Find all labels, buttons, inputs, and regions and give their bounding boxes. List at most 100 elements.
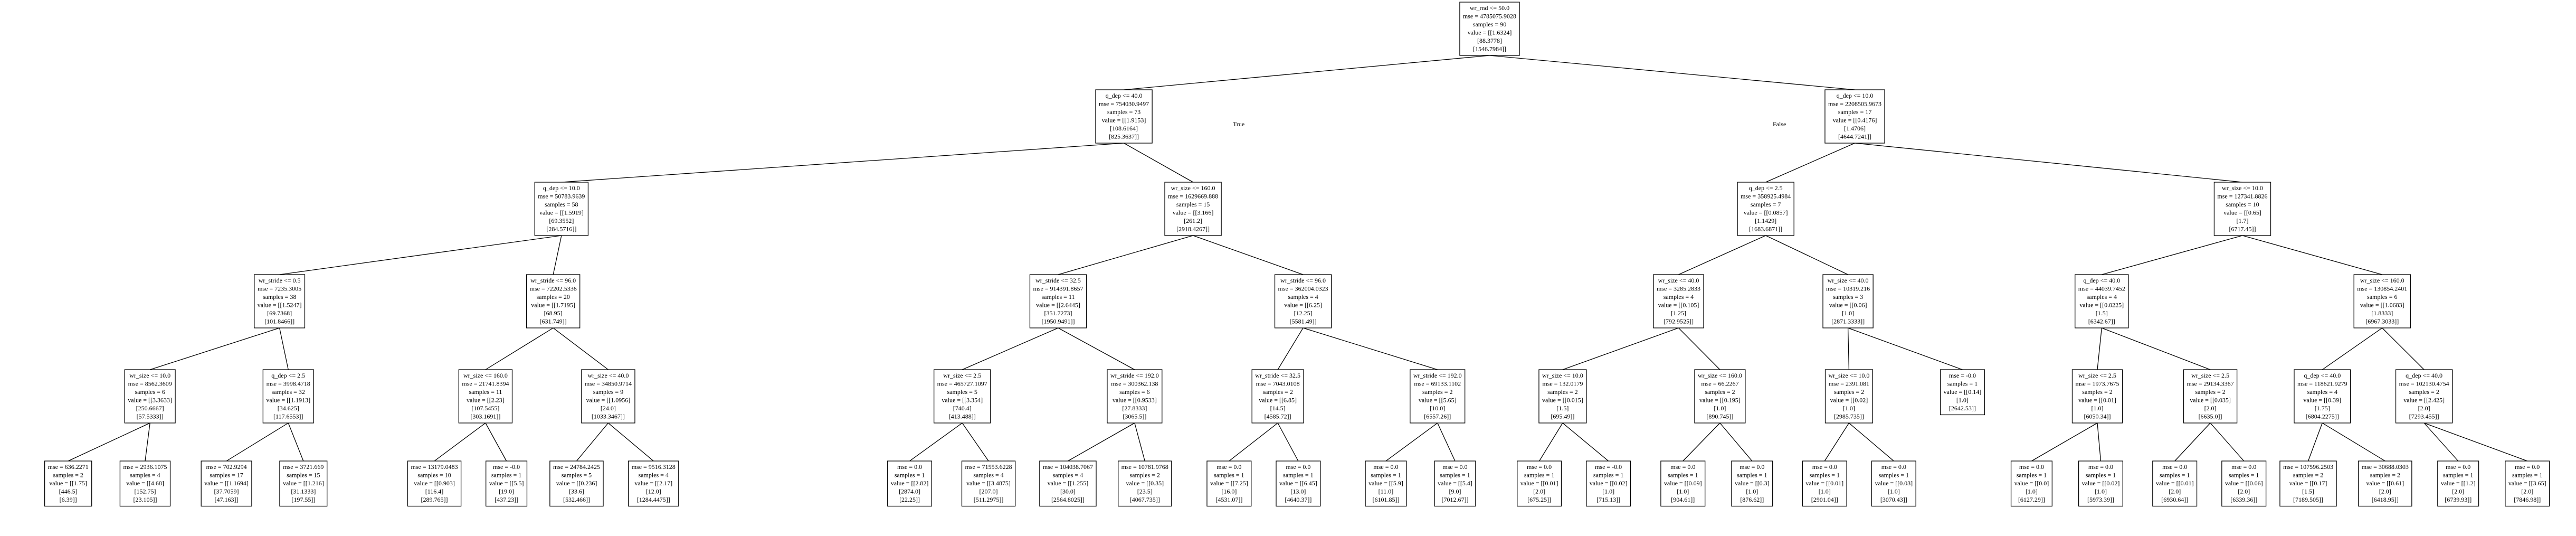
node-line: mse = 118621.9279 bbox=[2297, 380, 2347, 388]
node-box bbox=[2071, 369, 2123, 424]
node-line: value = [[0.035] bbox=[2190, 397, 2231, 404]
node-line: [2.0] bbox=[2238, 488, 2250, 495]
node-line: [695.49]] bbox=[1551, 413, 1574, 420]
node-line: [792.9525]] bbox=[1664, 318, 1694, 325]
node-line: mse = 44039.7452 bbox=[2078, 285, 2125, 293]
edge-n11-n23 bbox=[1562, 327, 1679, 370]
node-box bbox=[279, 460, 328, 507]
node-line: [437.23]] bbox=[495, 496, 518, 503]
node-line: [117.6553]] bbox=[273, 413, 303, 420]
node-line: mse = 636.2271 bbox=[48, 463, 89, 471]
node-line: [1.75] bbox=[2315, 405, 2330, 412]
edge-n6-n13 bbox=[2102, 235, 2243, 275]
node-line: mse = 10319.216 bbox=[1826, 285, 1870, 293]
node-line: q_dep <= 40.0 bbox=[2083, 277, 2120, 284]
node-box bbox=[1824, 89, 1885, 144]
node-line: [1.0] bbox=[2026, 488, 2038, 495]
node-line: samples = 1 bbox=[2086, 472, 2116, 479]
node-line: [890.745]] bbox=[1706, 413, 1733, 420]
node-line: [1.5] bbox=[2096, 309, 2108, 317]
node-line: mse = 104038.7067 bbox=[1043, 463, 1093, 471]
edge-n5-n12 bbox=[1765, 235, 1848, 275]
edge-n0-n1 bbox=[1124, 55, 1490, 90]
node-line: [1.0] bbox=[1956, 397, 1969, 404]
node-line: samples = 1 bbox=[2017, 472, 2047, 479]
node-line: [34.625] bbox=[278, 405, 299, 412]
node-line: [1.0] bbox=[1842, 309, 1854, 317]
node-line: mse = 914391.8657 bbox=[1033, 285, 1083, 293]
node-line: value = [[3.65] bbox=[2508, 479, 2546, 487]
node-line: [23.5] bbox=[1137, 488, 1153, 495]
node-box bbox=[1029, 274, 1087, 328]
node-line: samples = 15 bbox=[1176, 201, 1210, 208]
node-line: samples = 7 bbox=[1751, 201, 1781, 208]
node-line: [27.8333] bbox=[1122, 405, 1147, 412]
node-line: mse = 107596.2503 bbox=[2283, 463, 2333, 471]
node-line: samples = 4 bbox=[2307, 388, 2337, 396]
edge-n19-n40 bbox=[962, 422, 989, 462]
node-line: value = [[3.166] bbox=[1173, 209, 1214, 217]
node-line: samples = 1 bbox=[2160, 472, 2190, 479]
node-line: mse = 0.0 bbox=[2088, 463, 2113, 471]
node-line: q_dep <= 2.5 bbox=[1749, 184, 1783, 192]
node-line: samples = 2 bbox=[2082, 388, 2112, 396]
node-box bbox=[2078, 460, 2123, 507]
node-line: [1.0] bbox=[2095, 488, 2107, 495]
node-line: mse = 362004.0323 bbox=[1278, 285, 1328, 293]
edge-n20-n41 bbox=[1068, 422, 1135, 462]
edge-n1-n4 bbox=[1124, 143, 1193, 183]
node-line: [24.0] bbox=[601, 405, 616, 412]
node-line: [4640.37]] bbox=[1285, 496, 1311, 503]
node-box bbox=[1107, 369, 1163, 424]
node-line: mse = 30688.0303 bbox=[2362, 463, 2409, 471]
node-line: wr_stride <= 192.0 bbox=[1110, 372, 1159, 379]
node-line: samples = 4 bbox=[639, 472, 669, 479]
edge-n22-n46 bbox=[1437, 422, 1456, 462]
node-line: samples = 10 bbox=[2226, 201, 2259, 208]
node-line: [13.0] bbox=[1290, 488, 1306, 495]
edge-n12-n26 bbox=[1848, 327, 1963, 370]
node-box bbox=[2010, 460, 2052, 507]
node-line: [33.6] bbox=[569, 488, 584, 495]
node-line: [37.7059] bbox=[214, 488, 239, 495]
node-line: mse = 0.0 bbox=[1442, 463, 1467, 471]
node-line: value = [[0.02] bbox=[2082, 479, 2120, 487]
node-box bbox=[486, 460, 528, 507]
node-line: value = [[0.0] bbox=[2014, 479, 2049, 487]
node-box bbox=[1095, 89, 1153, 144]
node-line: mse = 0.0 bbox=[2162, 463, 2187, 471]
node-line: [876.62]] bbox=[1740, 496, 1764, 503]
node-line: [101.8466]] bbox=[264, 318, 294, 325]
node-line: mse = 72202.5336 bbox=[530, 285, 577, 293]
node-line: [6557.26]] bbox=[1424, 413, 1451, 420]
node-line: samples = 11 bbox=[1042, 293, 1075, 300]
node-line: mse = 7043.0108 bbox=[1256, 380, 1300, 388]
node-line: [532.466]] bbox=[563, 496, 590, 503]
edge-n14-n30 bbox=[2382, 327, 2425, 370]
edge-n9-n19 bbox=[962, 327, 1059, 370]
node-line: value = [[0.01] bbox=[1805, 479, 1843, 487]
node-line: samples = 1 bbox=[1524, 472, 1554, 479]
node-line: value = [[2.23] bbox=[467, 397, 505, 404]
node-line: [7189.505]] bbox=[2293, 496, 2323, 503]
node-box bbox=[44, 460, 92, 507]
node-line: [68.95] bbox=[544, 309, 563, 317]
node-line: mse = 102130.4754 bbox=[2399, 380, 2449, 388]
node-line: [6.39]] bbox=[60, 496, 77, 503]
node-line: value = [[0.195] bbox=[1699, 397, 1741, 404]
node-box bbox=[1459, 2, 1520, 56]
node-line: [904.61]] bbox=[1671, 496, 1695, 503]
node-line: samples = 5 bbox=[947, 388, 977, 396]
node-box bbox=[1737, 182, 1794, 236]
node-box bbox=[2075, 274, 2129, 328]
